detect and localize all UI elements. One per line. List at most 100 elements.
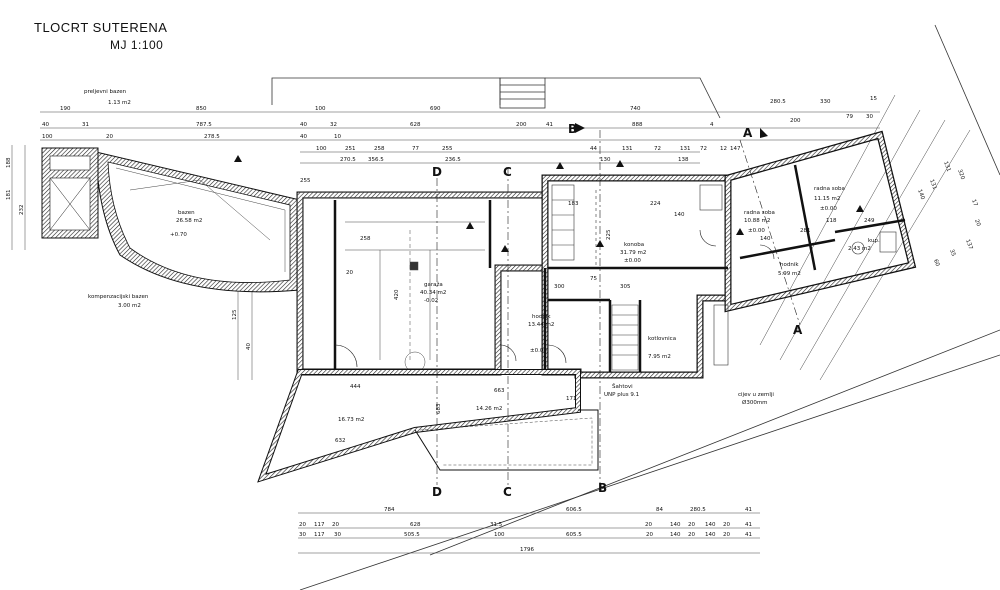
svg-text:30: 30 bbox=[299, 532, 306, 538]
svg-text:663: 663 bbox=[494, 388, 505, 394]
label-unp: UNP plus 9.1 bbox=[604, 392, 639, 398]
room-name-konoba: konoba bbox=[624, 242, 644, 248]
svg-text:420: 420 bbox=[394, 289, 400, 300]
svg-text:117: 117 bbox=[314, 522, 325, 528]
svg-text:32: 32 bbox=[330, 122, 337, 128]
svg-text:232: 232 bbox=[19, 205, 25, 216]
svg-text:40: 40 bbox=[300, 134, 307, 140]
room-level-hodnik1: ±0.00 bbox=[530, 348, 547, 354]
svg-text:690: 690 bbox=[430, 106, 441, 112]
section-markers: D D C C B B A A bbox=[432, 122, 803, 499]
svg-text:40: 40 bbox=[300, 122, 307, 128]
room-area-terasa2: 14.26 m2 bbox=[476, 406, 502, 412]
room-level-radna1: ±0.00 bbox=[748, 228, 765, 234]
svg-text:505.5: 505.5 bbox=[404, 532, 420, 538]
svg-text:100: 100 bbox=[42, 134, 53, 140]
section-marker-b-top: B bbox=[568, 122, 577, 136]
south-terrace bbox=[257, 369, 599, 483]
svg-text:41: 41 bbox=[745, 532, 752, 538]
room-area-konoba: 31.79 m2 bbox=[620, 250, 646, 256]
svg-text:41: 41 bbox=[546, 122, 553, 128]
svg-text:171: 171 bbox=[566, 396, 577, 402]
room-name-hodnik1: hodnik bbox=[532, 314, 551, 320]
svg-text:100: 100 bbox=[494, 532, 505, 538]
section-marker-a-top: A bbox=[743, 126, 753, 140]
svg-text:100: 100 bbox=[315, 106, 326, 112]
dimension-text-top: 190 850 100 690 740 280.5 330 15 40 31 7… bbox=[42, 96, 877, 163]
svg-text:281: 281 bbox=[800, 228, 811, 234]
svg-text:72: 72 bbox=[700, 146, 707, 152]
svg-text:850: 850 bbox=[196, 106, 207, 112]
svg-text:131: 131 bbox=[942, 161, 951, 173]
building-walls bbox=[296, 130, 917, 379]
total-length: 1796 bbox=[520, 547, 534, 553]
dimension-text-inner: 258 420 444 632 663 683 225 183 224 140 … bbox=[300, 178, 875, 444]
svg-text:35: 35 bbox=[948, 249, 956, 258]
svg-text:79: 79 bbox=[846, 114, 853, 120]
svg-text:740: 740 bbox=[630, 106, 641, 112]
interior-walls bbox=[333, 164, 906, 372]
svg-text:12: 12 bbox=[720, 146, 727, 152]
svg-text:4: 4 bbox=[710, 122, 714, 128]
svg-text:100: 100 bbox=[316, 146, 327, 152]
svg-text:140: 140 bbox=[670, 532, 681, 538]
svg-text:249: 249 bbox=[864, 218, 875, 224]
hallway-stairs bbox=[611, 304, 639, 371]
room-area-hodnik2: 5.99 m2 bbox=[778, 271, 801, 277]
svg-text:125: 125 bbox=[232, 309, 238, 320]
svg-text:632: 632 bbox=[335, 438, 346, 444]
svg-text:15: 15 bbox=[870, 96, 877, 102]
svg-text:41: 41 bbox=[745, 507, 752, 513]
level-markers bbox=[234, 155, 864, 252]
svg-text:628: 628 bbox=[410, 122, 421, 128]
site-boundary bbox=[299, 24, 1000, 590]
pool-basin bbox=[95, 151, 301, 293]
svg-text:320: 320 bbox=[956, 169, 965, 181]
svg-text:20: 20 bbox=[646, 532, 653, 538]
room-name-kotlovnica: kotlovnica bbox=[648, 336, 676, 342]
svg-text:784: 784 bbox=[384, 507, 395, 513]
svg-text:20: 20 bbox=[346, 270, 353, 276]
svg-text:30: 30 bbox=[334, 532, 341, 538]
dimension-text-bottom: 784 606.5 84 280.5 41 20 117 20 628 31.5… bbox=[299, 507, 752, 553]
room-level-garaza: -0.02 bbox=[424, 298, 438, 304]
compensation-basin bbox=[41, 147, 99, 239]
room-area-bazen: 26.58 m2 bbox=[176, 218, 202, 224]
svg-text:140: 140 bbox=[705, 532, 716, 538]
room-area-preljevni: 1.13 m2 bbox=[108, 100, 131, 106]
svg-text:255: 255 bbox=[442, 146, 453, 152]
room-name-bazen: bazen bbox=[178, 210, 195, 216]
dimension-text-left: 188 181 232 125 40 bbox=[6, 157, 252, 350]
svg-text:60: 60 bbox=[932, 259, 940, 268]
svg-text:30: 30 bbox=[866, 114, 873, 120]
svg-text:130: 130 bbox=[600, 157, 611, 163]
dimension-lines-top bbox=[40, 111, 880, 164]
room-name-radna2: radna soba bbox=[814, 186, 845, 192]
room-level-konoba: ±0.00 bbox=[624, 258, 641, 264]
svg-text:181: 181 bbox=[6, 190, 12, 201]
svg-text:787.5: 787.5 bbox=[196, 122, 212, 128]
section-marker-a-bottom: A bbox=[793, 323, 803, 337]
section-marker-d-top: D bbox=[432, 165, 442, 179]
svg-text:140: 140 bbox=[670, 522, 681, 528]
svg-text:40: 40 bbox=[42, 122, 49, 128]
room-area-kotlovnica: 7.95 m2 bbox=[648, 354, 671, 360]
room-name-kompenzacijski: kompenzacijski bazen bbox=[88, 294, 149, 300]
svg-text:683: 683 bbox=[436, 403, 442, 414]
section-marker-d-bottom: D bbox=[432, 485, 442, 499]
svg-text:200: 200 bbox=[790, 118, 801, 124]
svg-text:183: 183 bbox=[568, 201, 579, 207]
room-name-hodnik2: hodnik bbox=[780, 262, 799, 268]
upper-terrace-outline bbox=[271, 77, 721, 119]
label-sahtovi: Šahtovi bbox=[612, 383, 633, 390]
svg-text:140: 140 bbox=[760, 236, 771, 242]
svg-text:236.5: 236.5 bbox=[445, 157, 461, 163]
svg-text:255: 255 bbox=[300, 178, 311, 184]
svg-text:188: 188 bbox=[6, 157, 12, 168]
dimension-lines-bottom bbox=[298, 512, 760, 554]
svg-text:20: 20 bbox=[723, 532, 730, 538]
doors bbox=[334, 229, 775, 368]
room-area-radna2: 11.15 m2 bbox=[814, 196, 840, 202]
svg-text:888: 888 bbox=[632, 122, 643, 128]
svg-text:140: 140 bbox=[916, 189, 925, 201]
